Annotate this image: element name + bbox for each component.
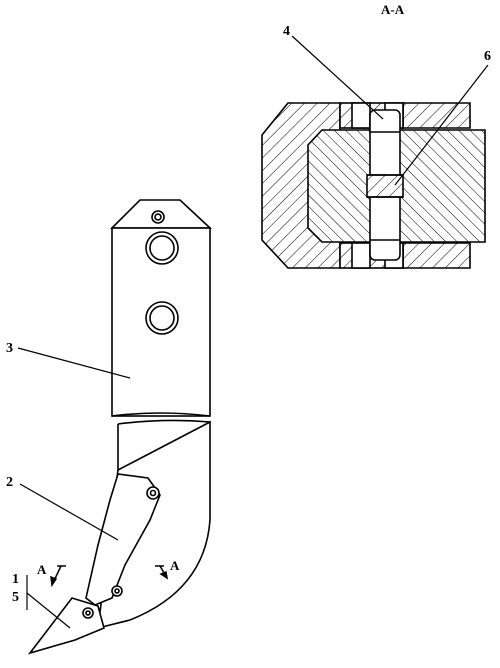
callout-6: 6 — [484, 49, 491, 64]
callout-5: 5 — [12, 590, 19, 605]
section-mark-left: A — [37, 562, 47, 577]
callout-3: 3 — [6, 341, 13, 356]
lock-ring — [366, 174, 404, 198]
section-arrows — [50, 565, 169, 588]
ripper-shank — [27, 199, 213, 655]
leader-lines — [17, 35, 489, 629]
section-title: A-A — [381, 2, 405, 17]
shank-lower — [97, 420, 211, 630]
callout-2: 2 — [6, 475, 13, 490]
right-jaw-lower — [402, 242, 471, 269]
right-jaw — [402, 102, 471, 129]
section-view-a-a — [261, 102, 486, 269]
break-line — [111, 412, 211, 417]
callout-1: 1 — [12, 572, 19, 587]
callout-4: 4 — [283, 24, 290, 39]
section-mark-right: A — [170, 558, 180, 573]
